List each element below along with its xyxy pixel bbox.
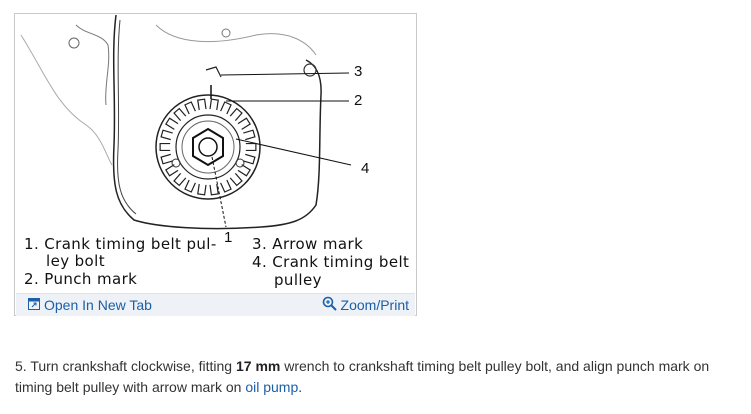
callout-1: 1 [224,229,233,246]
magnifier-icon [322,296,337,314]
gear-tooth [237,164,251,177]
gear-tooth [220,101,232,115]
gear-tooth [220,179,232,193]
gear-tooth [184,179,196,193]
gear-tooth [243,129,256,141]
gear-tooth [209,98,219,111]
step-text-suffix: . [298,379,303,395]
figure-toolbar: Open In New Tab Zoom/Print [16,293,415,316]
open-in-new-tab-icon [28,297,40,313]
step-text-prefix: 5. Turn crankshaft clockwise, fitting [15,358,236,374]
gear-tooth [165,164,179,177]
step-instruction: 5. Turn crankshaft clockwise, fitting 17… [15,356,740,398]
gear-tooth [173,107,187,122]
gear-tooth [197,183,207,196]
gear-tooth [229,172,243,187]
open-in-new-tab-button[interactable]: Open In New Tab [28,296,152,314]
gear-tooth [173,172,187,187]
gear-tooth [159,142,171,152]
legend-item-1-line2: ley bolt [46,252,105,270]
callout-4: 4 [361,160,370,177]
wrench-size: 17 mm [235,358,281,374]
open-in-new-tab-label: Open In New Tab [44,297,152,313]
step-text-middle: wrench to crankshaft timing belt pulley … [15,358,710,395]
legend-item-3: 3. Arrow mark [252,235,364,253]
gear-tooth [160,153,173,165]
gear-tooth [243,153,256,165]
gear-tooth [197,98,207,111]
gear-tooth [209,183,219,196]
gear-tooth [229,107,243,122]
legend-item-1-line1: 1. Crank timing belt pul- [24,235,217,253]
figure-frame: 3 2 4 1 1. Crank timing belt pul- ley bo… [14,13,417,316]
zoom-print-button[interactable]: Zoom/Print [322,296,409,314]
legend-item-2: 2. Punch mark [24,270,138,288]
callout-2: 2 [354,92,363,109]
pulley-diagram: 3 2 4 1 1. Crank timing belt pul- ley bo… [16,15,416,293]
zoom-print-label: Zoom/Print [340,297,409,313]
legend-item-4-line1: 4. Crank timing belt [252,253,410,271]
gear-tooth [165,117,179,130]
oil-pump-link[interactable]: oil pump [245,379,299,395]
crank-pulley-illustration [20,15,352,230]
legend-item-4-line2: pulley [274,271,322,289]
gear-tooth [237,117,251,130]
gear-tooth [160,129,173,141]
callout-3: 3 [354,63,363,80]
gear-tooth [184,101,196,115]
gear-tooth [245,142,257,152]
